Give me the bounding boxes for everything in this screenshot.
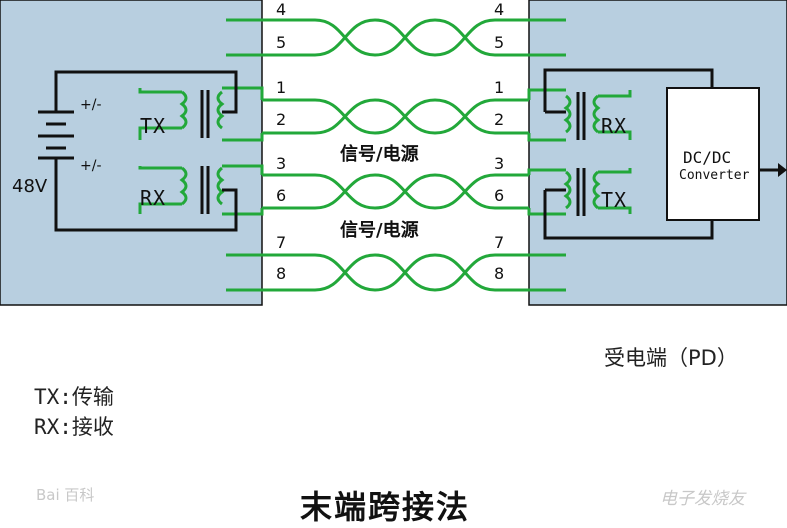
left-wire-stubs — [226, 18, 262, 292]
left-rx-transformer — [179, 166, 225, 214]
right-pin: 8 — [494, 264, 505, 283]
right-pin: 2 — [494, 110, 505, 129]
pse-rx-label: RX — [140, 186, 167, 210]
left-pin: 3 — [276, 154, 287, 173]
right-wire-stubs — [529, 18, 566, 292]
pse-box — [0, 0, 263, 306]
right-tx-transformer — [563, 168, 601, 216]
battery-48v — [38, 70, 238, 232]
voltage-label: 48V — [12, 176, 48, 197]
right-pin: 7 — [494, 233, 505, 252]
right-rx-transformer — [563, 92, 601, 140]
watermark-left: Bai 百科 — [36, 486, 95, 504]
watermark-right: 电子发烧友 — [660, 489, 745, 509]
legend-tx: TX:传输 — [34, 385, 114, 409]
pair-label-signal-power: 信号/电源 — [340, 144, 419, 165]
pd-tx-label: TX — [601, 188, 628, 212]
right-pin: 3 — [494, 154, 505, 173]
right-transformer-wires — [527, 88, 566, 216]
pd-caption: 受电端（PD） — [604, 346, 738, 370]
page-title: 末端跨接法 — [300, 488, 471, 526]
pse-tx-label: TX — [140, 114, 167, 138]
pd-power-wiring — [543, 68, 714, 240]
left-pin: 6 — [276, 186, 287, 205]
right-secondary-wires — [598, 90, 632, 214]
converter-line1: DC/DC — [683, 148, 732, 167]
left-tx-transformer — [179, 90, 225, 138]
right-pin: 5 — [494, 33, 505, 52]
polarity-top-label: +/- — [80, 97, 102, 113]
left-primary-wires — [138, 88, 182, 214]
converter-line2: Converter — [679, 168, 750, 183]
right-pin: 6 — [494, 186, 505, 205]
left-pin: 5 — [276, 33, 287, 52]
polarity-bottom-label: +/- — [80, 158, 102, 174]
left-pin: 8 — [276, 264, 287, 283]
right-pin: 4 — [494, 0, 505, 19]
pd-rx-label: RX — [601, 114, 628, 138]
right-pin: 1 — [494, 78, 505, 97]
left-pin: 4 — [276, 0, 287, 19]
left-pin: 2 — [276, 110, 287, 129]
legend-rx: RX:接收 — [34, 415, 114, 439]
output-arrow-icon — [759, 163, 787, 177]
dcdc-converter-box — [666, 87, 760, 221]
pair-label-signal-power: 信号/电源 — [340, 220, 419, 241]
left-pin: 1 — [276, 78, 287, 97]
twisted-pairs — [262, 18, 529, 292]
left-pin: 7 — [276, 233, 287, 252]
